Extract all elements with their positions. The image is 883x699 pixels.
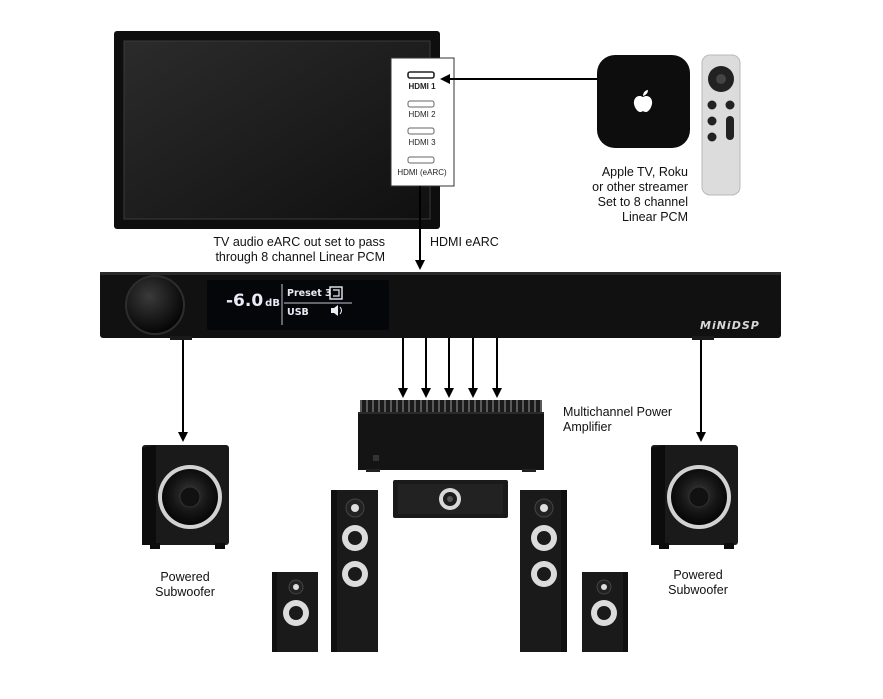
subwoofer-right: [651, 445, 738, 549]
tv-hdmi-panel: [390, 57, 455, 187]
processor: [100, 272, 781, 340]
hdmi-port-label: HDMI 2: [408, 110, 436, 119]
subwoofer-left: [142, 445, 229, 549]
tower-speaker-left: [331, 490, 378, 652]
streamer-box: [597, 55, 690, 148]
hdmi-port-label: HDMI 3: [408, 138, 436, 147]
subwoofer-right-caption: Powered Subwoofer: [668, 568, 728, 597]
display-preset: Preset 3: [287, 288, 332, 299]
display-volume-value: -6.0: [226, 291, 264, 311]
hdmi-port-label: HDMI (eARC): [397, 168, 447, 177]
subwoofer-left-caption: Powered Subwoofer: [155, 570, 215, 599]
hdmi-port-label: HDMI 1: [408, 82, 436, 91]
earc-label: HDMI eARC: [430, 235, 499, 249]
streamer-caption: Apple TV, Roku or other streamer Set to …: [592, 165, 688, 224]
amplifier: [358, 400, 544, 472]
tv: [114, 31, 440, 229]
bookshelf-speaker-right: [582, 572, 628, 652]
amplifier-caption: Multichannel Power Amplifier: [563, 405, 673, 434]
tower-speaker-right: [520, 490, 567, 652]
speaker-volume-icon: [331, 305, 342, 316]
remote: [701, 54, 741, 196]
center-speaker: [393, 480, 508, 518]
apple-logo-icon: [633, 90, 653, 112]
display-volume-unit: dB: [265, 298, 280, 309]
connection-arrows: [178, 74, 706, 442]
bookshelf-speaker-left: [272, 572, 318, 652]
display-source: USB: [287, 307, 309, 318]
tv-caption: TV audio eARC out set to pass through 8 …: [213, 235, 385, 264]
minidsp-logo: MiNiDSP: [700, 319, 760, 332]
